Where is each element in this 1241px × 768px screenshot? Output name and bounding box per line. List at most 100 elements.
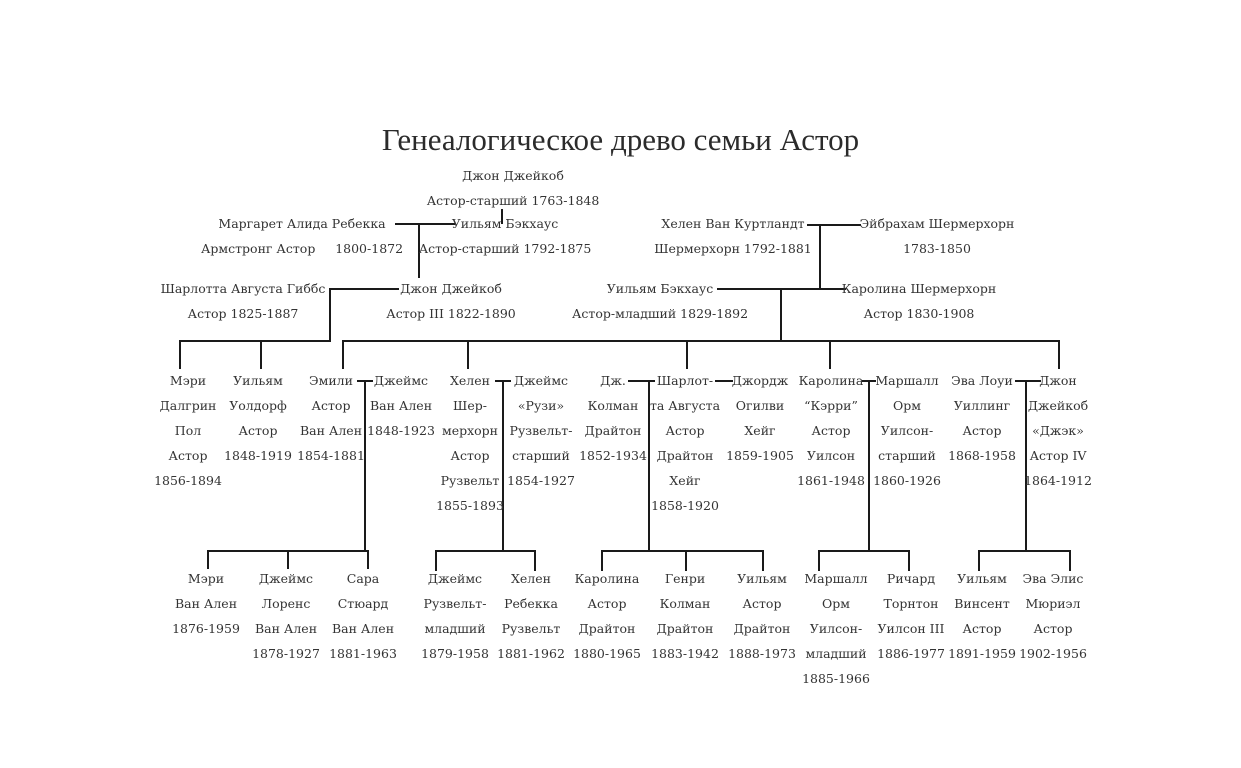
person-text-line: 1886-1977: [877, 646, 945, 661]
person-text-line: Орм: [893, 398, 921, 413]
person-text-line: Джеймс: [427, 571, 483, 586]
person-text-line: Астор: [665, 423, 705, 438]
person-text-line: Джордж: [731, 373, 789, 388]
person-text-line: Хелен Ван Куртландт: [661, 216, 805, 231]
person-text-line: Шарлот-: [656, 373, 714, 388]
person-text-line: Хейг: [744, 423, 776, 438]
person-text-line: Маргарет Алида Ребекка: [218, 216, 386, 231]
person-text-line: мерхорн: [441, 423, 499, 438]
person-text-line: Джейкоб: [1027, 398, 1089, 413]
person-text-line: Астор: [587, 596, 627, 611]
person-text-line: Драйтон: [656, 621, 714, 636]
person-text-line: Уиллинг: [953, 398, 1011, 413]
person-text-line: та Августа: [649, 398, 721, 413]
person-text-line: Колман: [587, 398, 639, 413]
person-text-line: Уильям: [737, 571, 787, 586]
person-text-line: 1783-1850: [903, 241, 971, 256]
person-text-line: Колман: [659, 596, 711, 611]
person-text-line: Рузвельт: [501, 621, 561, 636]
person-text-line: Джон Джейкоб: [462, 168, 564, 183]
person-text-line: Джон: [1039, 373, 1077, 388]
person-text-line: 1854-1927: [507, 473, 575, 488]
person-text-line: 1883-1942: [651, 646, 719, 661]
person-text-line: Мюриэл: [1025, 596, 1081, 611]
person-text-line: Сара: [346, 571, 380, 586]
person-text-line: Ребекка: [504, 596, 558, 611]
person-text-line: Астор: [962, 621, 1002, 636]
person-text-line: 1879-1958: [421, 646, 489, 661]
person-text-line: Эмили: [309, 373, 353, 388]
person-text-line: 1856-1894: [154, 473, 222, 488]
person-text-line: «Рузи»: [517, 398, 565, 413]
person-text-line: 1859-1905: [726, 448, 794, 463]
person-text-line: Джон Джейкоб: [400, 281, 502, 296]
person-text-line: Астор-старший 1763-1848: [426, 193, 600, 208]
person-text-line: 1864-1912: [1024, 473, 1092, 488]
person-text-line: Уилсон III: [877, 621, 945, 636]
person-text-line: Драйтон: [578, 621, 636, 636]
person-text-line: Эйбрахам Шермерхорн: [859, 216, 1015, 231]
person-text-line: младший: [805, 646, 867, 661]
person-text-line: 1861-1948: [797, 473, 865, 488]
person-text-line: Астор: [450, 448, 490, 463]
person-text-line: Далгрин: [159, 398, 217, 413]
person-text-line: 1881-1963: [329, 646, 397, 661]
person-text-line: Мэри: [187, 571, 225, 586]
person-text-line: Эва Элис: [1022, 571, 1084, 586]
person-text-line: 1852-1934: [579, 448, 647, 463]
person-text-line: Армстронг Астор 1800-1872: [200, 241, 404, 256]
person-text-line: 1880-1965: [573, 646, 641, 661]
person-text-line: Драйтон: [733, 621, 791, 636]
person-text-line: Астор 1825-1887: [187, 306, 299, 321]
person-text-line: Каролина: [574, 571, 640, 586]
person-text-line: 1902-1956: [1019, 646, 1087, 661]
person-text-line: 1878-1927: [252, 646, 320, 661]
person-text-line: Эва Лоуи: [951, 373, 1013, 388]
person-text-line: Уолдорф: [229, 398, 287, 413]
person-text-line: Уилсон-: [880, 423, 934, 438]
person-text-line: Уилсон-: [809, 621, 863, 636]
person-text-line: Ван Ален: [369, 398, 433, 413]
person-text-line: Генри: [664, 571, 706, 586]
person-text-line: Уильям: [233, 373, 283, 388]
person-text-line: Астор: [1033, 621, 1073, 636]
person-text-line: Уилсон: [806, 448, 856, 463]
person-text-line: 1888-1973: [728, 646, 796, 661]
person-text-line: 1858-1920: [651, 498, 719, 513]
person-text-line: Ван Ален: [331, 621, 395, 636]
person-text-line: 1854-1881: [297, 448, 365, 463]
person-text-line: Маршалл: [875, 373, 939, 388]
person-text-line: Орм: [822, 596, 850, 611]
person-text-line: Шермерхорн 1792-1881: [654, 241, 812, 256]
person-text-line: Винсент: [954, 596, 1010, 611]
person-text-line: Пол: [174, 423, 202, 438]
person-text-line: Стюард: [337, 596, 389, 611]
person-text-line: Астор: [238, 423, 278, 438]
person-text-line: старший: [512, 448, 570, 463]
person-text-line: 1891-1959: [948, 646, 1016, 661]
